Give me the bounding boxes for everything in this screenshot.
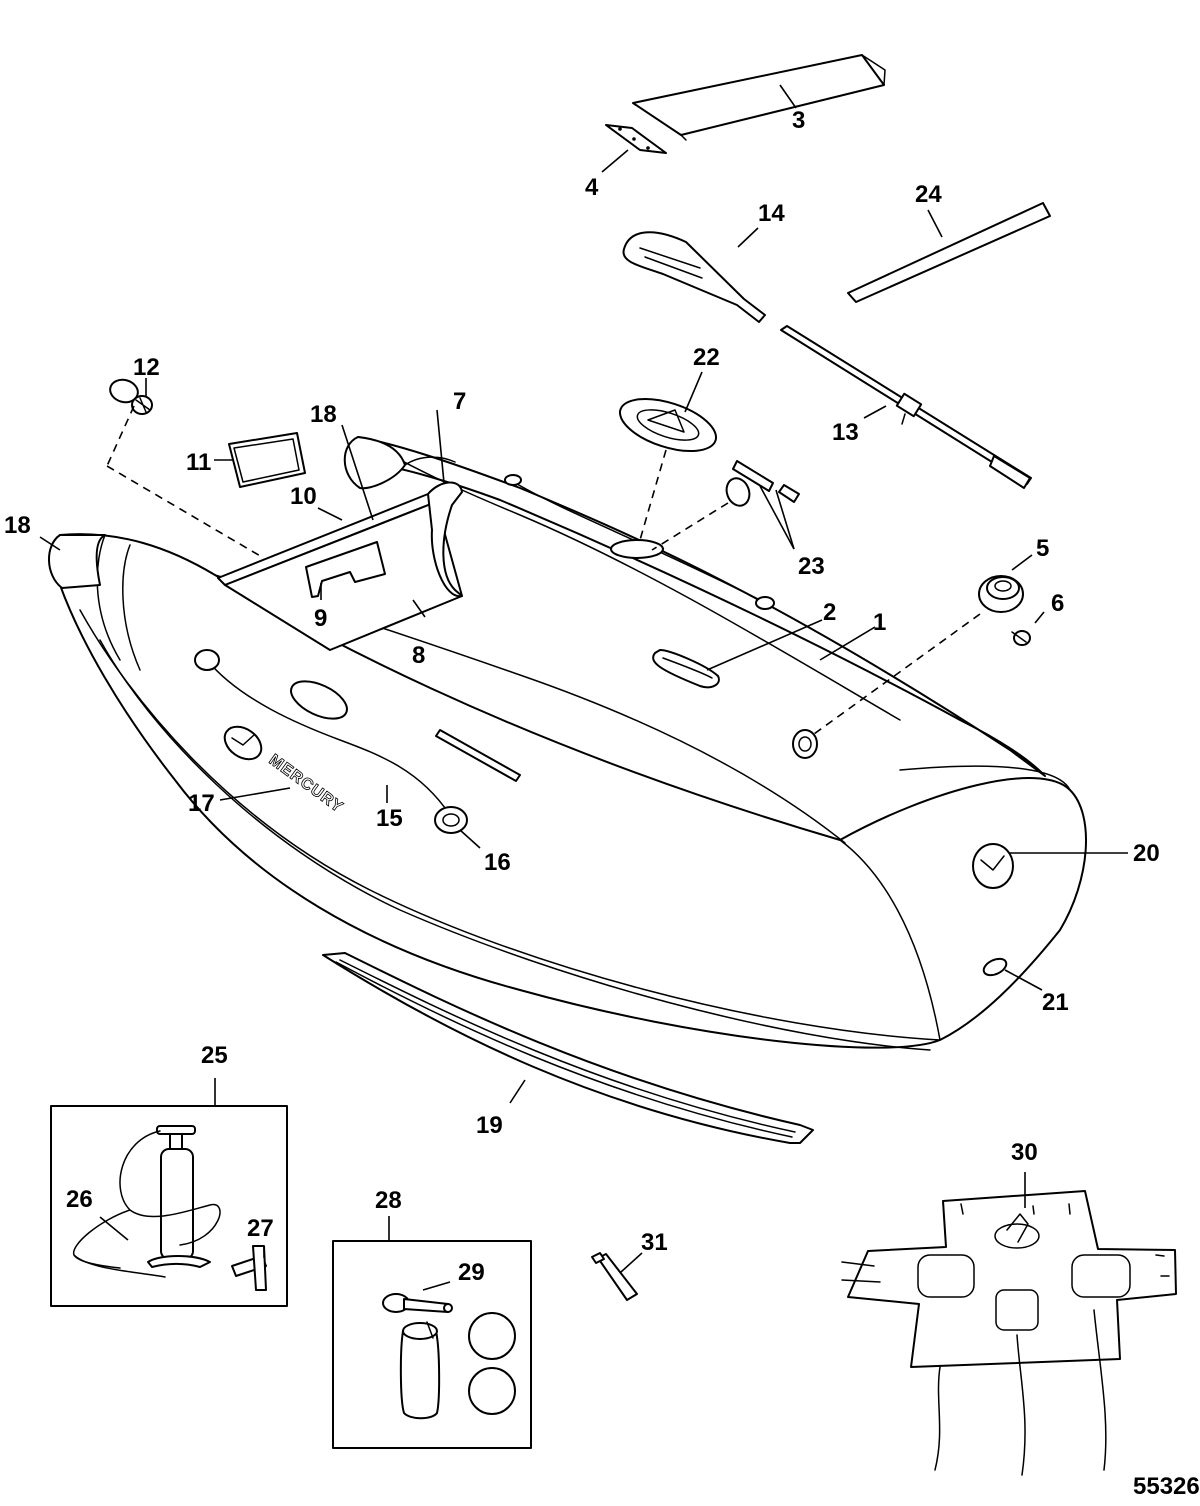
part-6-valve-plug [1011, 630, 1031, 646]
callout-12: 12 [133, 354, 160, 381]
part-24-floor-board [847, 202, 1051, 303]
callout-31: 31 [641, 1229, 668, 1256]
leader-lines [39, 84, 1128, 1291]
part-12-valve [109, 378, 153, 415]
part-30-cover [841, 1190, 1177, 1476]
callout-20: 20 [1133, 840, 1160, 867]
callout-17: 17 [188, 790, 215, 817]
part-7-transom-support [427, 481, 463, 598]
callout-24: 24 [915, 181, 942, 208]
figure-id: 55326 [1133, 1473, 1200, 1500]
callout-4: 4 [585, 174, 599, 201]
part-2-handle [652, 649, 720, 689]
part-18-tube-cone-far [343, 436, 456, 490]
part-29-valve-wrench [382, 1293, 453, 1313]
part-11-transom-plate [228, 432, 306, 488]
callout-6: 6 [1051, 590, 1064, 617]
callout-13: 13 [832, 419, 859, 446]
callout-27: 27 [247, 1215, 274, 1242]
callout-9: 9 [314, 605, 327, 632]
part-31-adhesive-tube [591, 1252, 638, 1301]
callout-19: 19 [476, 1112, 503, 1139]
callout-1: 1 [873, 609, 886, 636]
part-23-oar-pins [725, 460, 800, 507]
part-16-d-ring [194, 649, 468, 834]
callout-16: 16 [484, 849, 511, 876]
callout-23: 23 [798, 553, 825, 580]
part-26-hose [73, 1254, 121, 1269]
callout-22: 22 [693, 344, 720, 371]
callout-18-far: 18 [310, 401, 337, 428]
callout-21: 21 [1042, 989, 1069, 1016]
callout-8: 8 [412, 642, 425, 669]
callout-5: 5 [1036, 535, 1049, 562]
part-28-repair-kit-box [332, 1240, 532, 1449]
hull-oarlock [290, 539, 664, 720]
callout-15: 15 [376, 805, 403, 832]
callout-30: 30 [1011, 1139, 1038, 1166]
part-13-oar-shaft [780, 325, 1032, 489]
part-1-hull [59, 436, 1087, 1051]
part-9-transom-plate [305, 541, 386, 598]
hull-valve-port [792, 729, 818, 759]
part-18-tube-cone-near [48, 534, 106, 589]
callouts: 1 2 3 4 5 6 7 8 9 10 11 12 13 14 15 16 1… [4, 107, 1160, 1286]
callout-2: 2 [823, 599, 836, 626]
callout-3: 3 [792, 107, 805, 134]
part-14-oar-blade [622, 231, 766, 323]
callout-18-near: 18 [4, 512, 31, 539]
assembly-lines [106, 405, 981, 735]
part-21-bow-ring [982, 957, 1008, 977]
part-15-grab-line-far [504, 474, 775, 610]
part-19-keel-strip [322, 952, 814, 1144]
callout-11: 11 [186, 449, 211, 476]
part-20-bow-logo [972, 843, 1014, 889]
part-15-grab-line [206, 659, 521, 816]
callout-7: 7 [453, 388, 466, 415]
part-27-adapter [231, 1245, 267, 1291]
part-5-valve-housing [978, 575, 1024, 613]
callout-14: 14 [758, 200, 785, 227]
callout-25: 25 [201, 1042, 228, 1069]
callout-26: 26 [66, 1186, 93, 1213]
callout-28: 28 [375, 1187, 402, 1214]
part-22-oarlock [618, 397, 718, 453]
part-4-bracket [605, 124, 667, 154]
part-3-seat [632, 54, 886, 141]
callout-10: 10 [290, 483, 317, 510]
callout-29: 29 [458, 1259, 485, 1286]
